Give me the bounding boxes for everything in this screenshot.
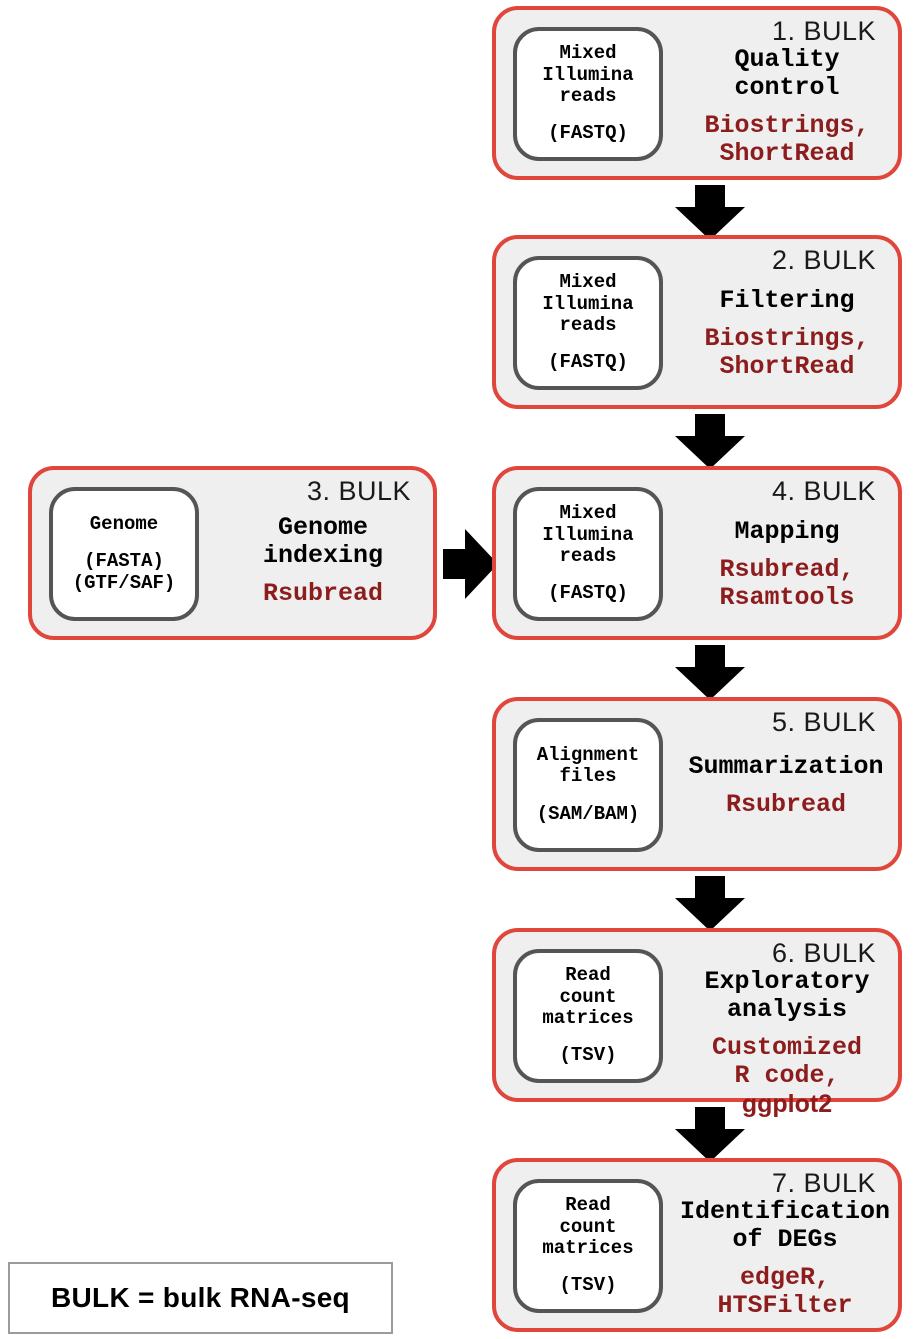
step-card-1: Mixed Illumina reads (FASTQ) Quality con… [492, 6, 902, 180]
step-title-2: Filtering [719, 286, 855, 315]
step-packages-5: Rsubread [725, 790, 847, 819]
step-packages-extra-6: ggplot2 [741, 1090, 833, 1118]
step-body-3: Genome indexing Rsubread [212, 514, 434, 608]
io-format-3: (FASTA) (GTF/SAF) [72, 550, 176, 594]
step-body-6: Exploratory analysis Customized R code, … [676, 967, 898, 1119]
io-format-5: (SAM/BAM) [536, 802, 640, 825]
io-name-6: Read count matrices [542, 964, 634, 1029]
arrow-shaft [695, 645, 725, 667]
step-card-3: Genome (FASTA) (GTF/SAF) Genome indexing… [28, 466, 437, 640]
io-box-6: Read count matrices (TSV) [513, 949, 663, 1083]
arrow-head [675, 667, 745, 700]
arrow-shaft [695, 876, 725, 898]
step-title-3: Genome indexing [262, 513, 384, 570]
io-name-2: Mixed Illumina reads [542, 271, 634, 336]
arrow-head [675, 1129, 745, 1162]
io-box-5: Alignment files (SAM/BAM) [513, 718, 663, 852]
step-body-4: Mapping Rsubread, Rsamtools [676, 518, 898, 612]
io-box-1: Mixed Illumina reads (FASTQ) [513, 27, 663, 161]
arrow-head [675, 898, 745, 931]
step-body-5: Summarization Rsubread [672, 753, 900, 819]
io-format-2: (FASTQ) [548, 351, 628, 374]
step-card-6: Read count matrices (TSV) Exploratory an… [492, 928, 902, 1118]
step-title-1: Quality control [734, 45, 840, 102]
step-card-4: Mixed Illumina reads (FASTQ) Mapping Rsu… [492, 466, 902, 640]
step-packages-2: Biostrings, ShortRead [704, 324, 870, 381]
step-packages-6: Customized R code, [711, 1033, 863, 1090]
step-number-4: 4. BULK [771, 476, 876, 506]
step-packages-1: Biostrings, ShortRead [704, 111, 870, 168]
io-box-4: Mixed Illumina reads (FASTQ) [513, 487, 663, 621]
step-title-6: Exploratory analysis [704, 967, 870, 1024]
arrow-head [675, 207, 745, 240]
io-box-2: Mixed Illumina reads (FASTQ) [513, 256, 663, 390]
io-name-7: Read count matrices [542, 1194, 634, 1259]
arrow-step3-to-step4 [443, 518, 499, 610]
step-number-3: 3. BULK [306, 476, 411, 506]
io-format-1: (FASTQ) [548, 122, 628, 145]
arrow-head [675, 436, 745, 469]
step-number-5: 5. BULK [771, 707, 876, 737]
step-number-7: 7. BULK [771, 1168, 876, 1198]
step-card-7: Read count matrices (TSV) Identification… [492, 1158, 902, 1332]
step-packages-3: Rsubread [262, 579, 384, 608]
io-name-5: Alignment files [536, 743, 640, 788]
io-box-7: Read count matrices (TSV) [513, 1179, 663, 1313]
io-format-4: (FASTQ) [548, 582, 628, 605]
step-packages-7: edgeR, HTSFilter [717, 1263, 853, 1320]
io-name-4: Mixed Illumina reads [542, 502, 634, 567]
step-title-5: Summarization [688, 752, 884, 781]
arrow-shaft [695, 1107, 725, 1129]
step-title-7: Identification of DEGs [679, 1197, 891, 1254]
step-body-2: Filtering Biostrings, ShortRead [676, 287, 898, 381]
step-title-4: Mapping [734, 517, 840, 546]
arrow-shaft [695, 185, 725, 207]
step-body-1: Quality control Biostrings, ShortRead [676, 46, 898, 168]
step-number-6: 6. BULK [771, 938, 876, 968]
io-name-1: Mixed Illumina reads [542, 42, 634, 107]
io-format-7: (TSV) [559, 1274, 617, 1297]
legend-text: BULK = bulk RNA-seq [51, 1282, 350, 1313]
io-box-3: Genome (FASTA) (GTF/SAF) [49, 487, 199, 621]
step-packages-4: Rsubread, Rsamtools [719, 555, 855, 612]
legend-box: BULK = bulk RNA-seq [8, 1262, 393, 1334]
io-format-6: (TSV) [559, 1044, 617, 1067]
io-name-3: Genome [89, 512, 159, 535]
step-body-7: Identification of DEGs edgeR, HTSFilter [668, 1198, 902, 1320]
step-number-2: 2. BULK [771, 245, 876, 275]
arrow-shaft [695, 414, 725, 436]
arrow-shaft [443, 549, 465, 579]
step-card-5: Alignment files (SAM/BAM) Summarization … [492, 697, 902, 871]
step-number-1: 1. BULK [771, 16, 876, 46]
step-card-2: Mixed Illumina reads (FASTQ) Filtering B… [492, 235, 902, 409]
